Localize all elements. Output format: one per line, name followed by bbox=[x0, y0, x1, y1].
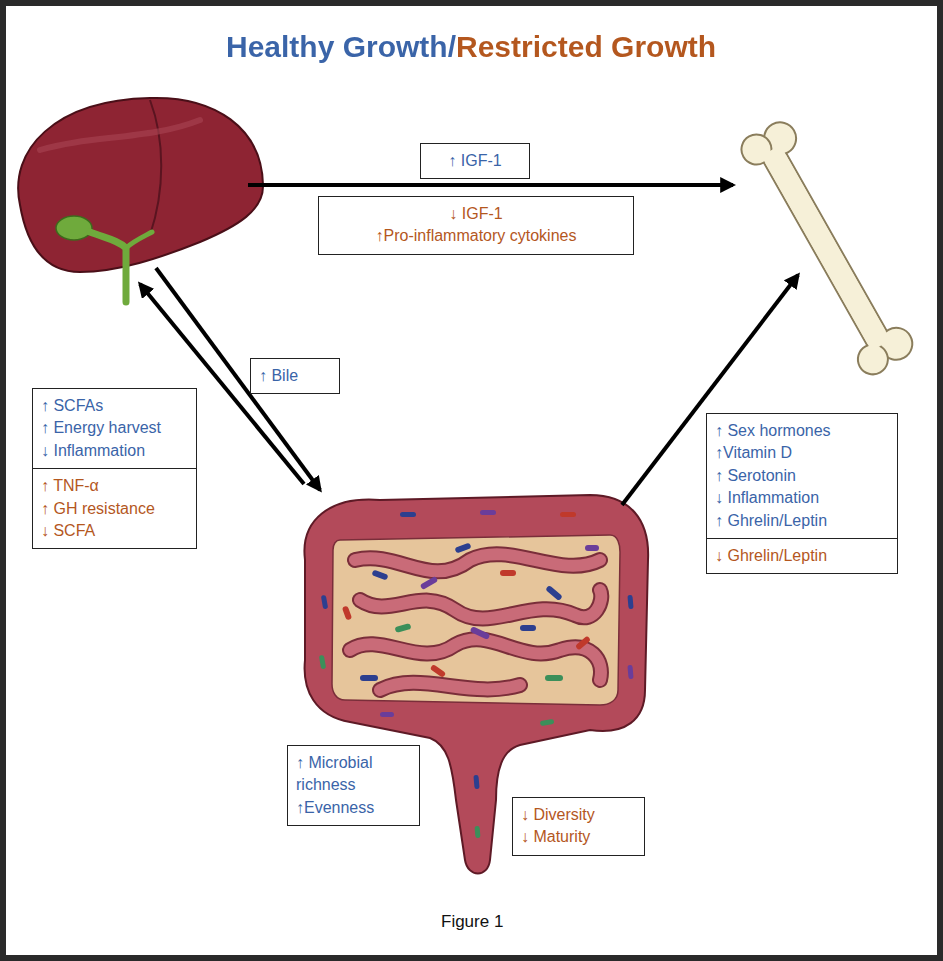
text-box: ↓ Ghrelin/Leptin bbox=[706, 538, 898, 574]
box-text: ↓ Diversity bbox=[521, 804, 636, 826]
caption: Figure 1 bbox=[441, 912, 503, 932]
box-text: ↑ Ghrelin/Leptin bbox=[715, 510, 889, 532]
box-text: ↑ Serotonin bbox=[715, 465, 889, 487]
box-text: ↑ GH resistance bbox=[41, 498, 188, 520]
box-text: ↓ Maturity bbox=[521, 826, 636, 848]
arrow-liver-bone bbox=[248, 183, 733, 187]
text-box: ↑ Bile bbox=[250, 358, 340, 394]
text-box: ↓ Diversity↓ Maturity bbox=[512, 797, 645, 856]
box-text: ↑ Microbial richness bbox=[296, 752, 411, 797]
title: Healthy Growth/Restricted Growth bbox=[226, 30, 716, 64]
box-text: ↑ Energy harvest bbox=[41, 417, 188, 439]
liver bbox=[18, 98, 263, 302]
box-text: ↑ IGF-1 bbox=[429, 150, 521, 172]
box-text: ↑Vitamin D bbox=[715, 442, 889, 464]
box-text: ↑ Sex hormones bbox=[715, 420, 889, 442]
text-box: ↑ TNF-α↑ GH resistance↓ SCFA bbox=[32, 468, 197, 549]
arrows bbox=[140, 185, 798, 505]
box-text: ↑Evenness bbox=[296, 797, 411, 819]
text-box: ↑ SCFAs↑ Energy harvest↓ Inflammation bbox=[32, 388, 197, 469]
text-box: ↑ Microbial richness↑Evenness bbox=[287, 745, 420, 826]
text-box: ↑ IGF-1 bbox=[420, 143, 530, 179]
box-text: ↑ Bile bbox=[259, 365, 331, 387]
text-box: ↓ IGF-1↑Pro-inflammatory cytokines bbox=[318, 196, 634, 255]
box-text: ↓ SCFA bbox=[41, 520, 188, 542]
box-text: ↓ Ghrelin/Leptin bbox=[715, 545, 889, 567]
box-text: ↓ Inflammation bbox=[41, 440, 188, 462]
box-text: ↓ IGF-1 bbox=[327, 203, 625, 225]
text-box: ↑ Sex hormones↑Vitamin D↑ Serotonin↓ Inf… bbox=[706, 413, 898, 539]
box-text: ↑Pro-inflammatory cytokines bbox=[327, 225, 625, 247]
bone bbox=[734, 116, 918, 380]
box-text: ↓ Inflammation bbox=[715, 487, 889, 509]
box-text: ↑ TNF-α bbox=[41, 475, 188, 497]
box-text: ↑ SCFAs bbox=[41, 395, 188, 417]
frame bbox=[3, 3, 940, 958]
